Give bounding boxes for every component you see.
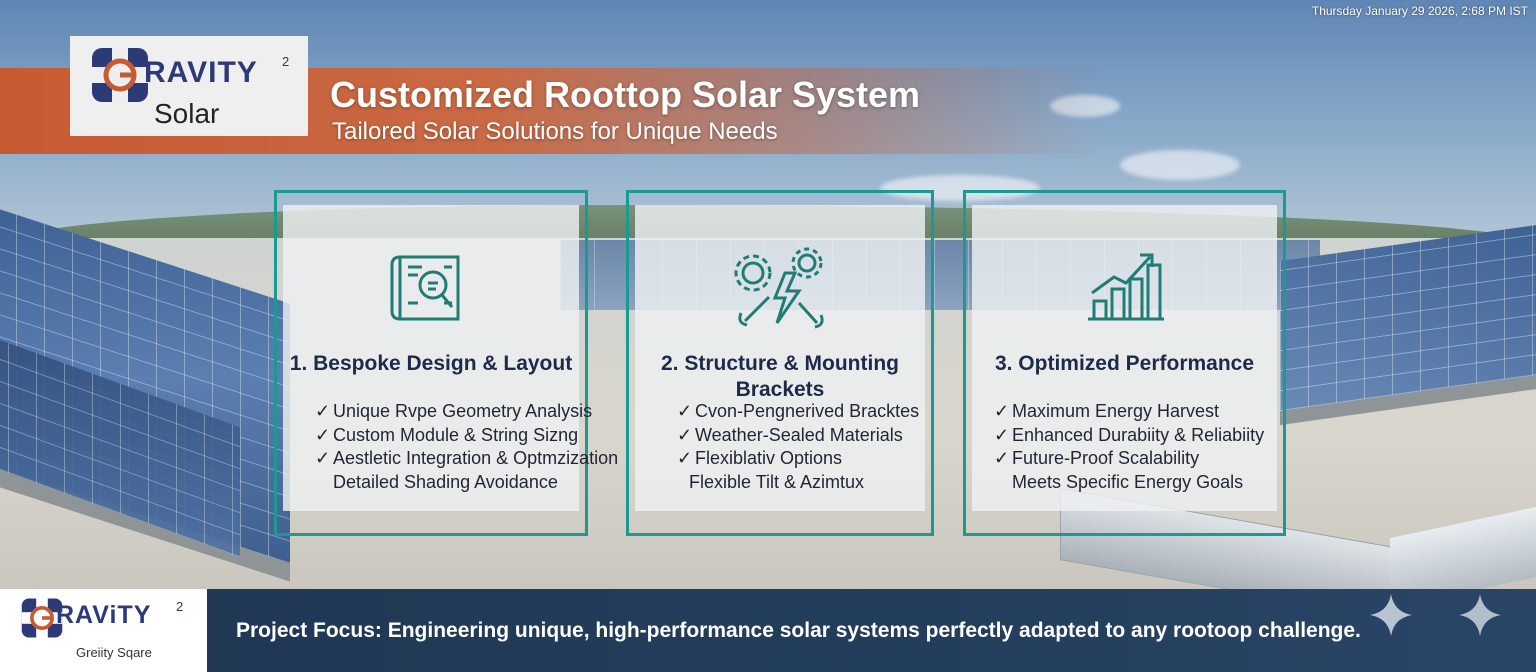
- sparkle-icon: [1459, 594, 1501, 636]
- gears-wrench-bolt-icon: [734, 247, 824, 329]
- list-item: ✓Enhanced Durabiity & Reliabiity: [994, 424, 1275, 448]
- checkmark-icon: ✓: [677, 448, 693, 468]
- card-title-line: Brackets: [735, 378, 825, 401]
- page-subtitle: Tailored Solar Solutions for Unique Need…: [332, 118, 778, 145]
- card-title-line: 2. Structure & Mounting: [661, 352, 899, 375]
- sparkle-icon: [1370, 594, 1412, 636]
- card-panel: [635, 205, 925, 511]
- logo-wordmark: RAViTY: [56, 601, 152, 629]
- checkmark-icon: ✓: [994, 401, 1010, 421]
- feature-list: ✓Unique Rvpe Geometry Analysis ✓Custom M…: [315, 400, 618, 494]
- checkmark-icon: ✓: [677, 424, 693, 445]
- checkmark-icon: ✓: [677, 401, 693, 421]
- feature-card-structure: 2. Structure & Mounting Brackets ✓Cvon-P…: [626, 190, 934, 536]
- feature-list: ✓Cvon-Pengnerived Bracktes ✓Weather-Seal…: [677, 400, 923, 494]
- footer-logo: RAViTY 2 Greiity Sqare: [0, 589, 207, 672]
- feature-card-performance: 3. Optimized Performance ✓Maximum Energy…: [963, 190, 1286, 536]
- cloud: [880, 175, 1040, 201]
- list-item: ✓Weather-Sealed Materials: [677, 424, 923, 448]
- list-item: Meets Specific Energy Goals: [1012, 471, 1244, 492]
- checkmark-icon: ✓: [315, 424, 331, 445]
- checkmark-icon: ✓: [315, 401, 331, 421]
- timestamp: Thursday January 29 2026, 2:68 PM IST: [1311, 4, 1528, 18]
- gravity-solar-logo: RAVITY 2 Solar: [70, 36, 308, 136]
- feature-list: ✓Maximum Energy Harvest ✓Enhanced Durabi…: [994, 400, 1275, 494]
- list-item: ✓Custom Module & String Sizng: [315, 424, 578, 448]
- logo-wordmark: RAVITY: [144, 56, 258, 89]
- page-title: Customized Roottop Solar System: [330, 74, 921, 115]
- feature-card-design: 1. Bespoke Design & Layout ✓Unique Rvpe …: [274, 190, 618, 536]
- list-item: Flexible Tilt & Azimtux: [689, 471, 865, 492]
- footer-bar: [0, 589, 1536, 672]
- checkmark-icon: ✓: [315, 448, 331, 468]
- logo-superscript: 2: [282, 54, 290, 69]
- logo-superscript: 2: [176, 599, 184, 614]
- card-title: 1. Bespoke Design & Layout: [289, 352, 573, 375]
- logo-subtext: Greiity Sqare: [76, 645, 152, 660]
- checkmark-icon: ✓: [994, 424, 1010, 445]
- blueprint-magnifier-icon: [390, 255, 460, 321]
- bar-chart-growth-icon: [1087, 253, 1164, 321]
- card-panel: [972, 205, 1277, 511]
- gravity-logo-mark-icon: [92, 48, 148, 102]
- list-item: ✓Maximum Energy Harvest: [994, 400, 1275, 424]
- gravity-logo-mark-icon: [21, 598, 63, 638]
- cloud: [1120, 150, 1240, 180]
- list-item: ✓Cvon-Pengnerived Bracktes: [677, 400, 923, 424]
- list-item: ✓Aestletic Integration & Optmzization: [315, 447, 618, 471]
- list-item: ✓Flexiblativ Options: [677, 447, 923, 471]
- list-item: ✓Unique Rvpe Geometry Analysis: [315, 400, 592, 424]
- logo-subtext: Solar: [154, 98, 220, 129]
- list-item: Detailed Shading Avoidance: [333, 471, 558, 492]
- list-item: ✓Future-Proof Scalability: [994, 447, 1275, 471]
- card-title: 2. Structure & Mounting Brackets: [629, 351, 931, 403]
- card-title: 3. Optimized Performance: [994, 352, 1255, 375]
- project-focus-text: Project Focus: Engineering unique, high-…: [236, 619, 1361, 642]
- checkmark-icon: ✓: [994, 448, 1010, 468]
